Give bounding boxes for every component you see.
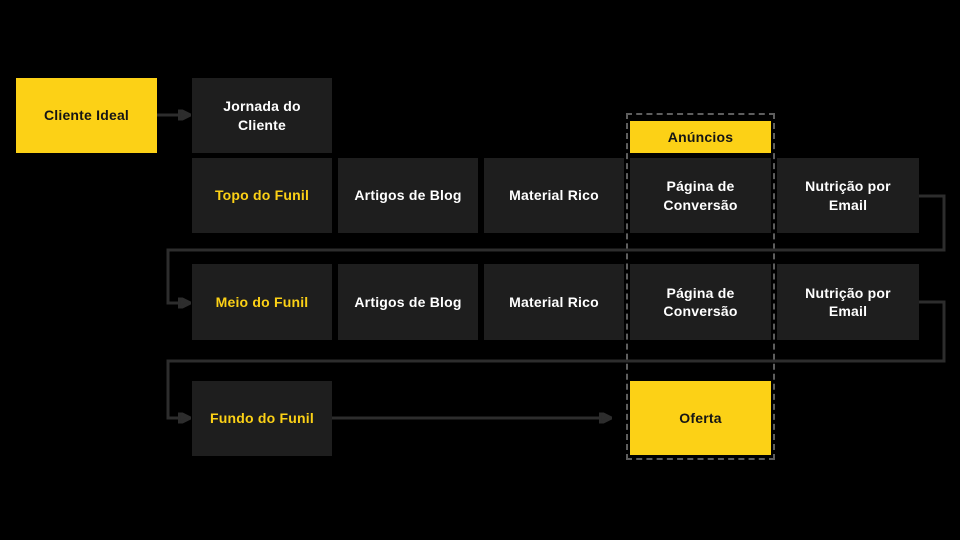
artigos-de-blog-box-row2: Artigos de Blog bbox=[338, 264, 478, 340]
material-rico-box-row1: Material Rico bbox=[484, 158, 624, 233]
artigos-de-blog-box-row1: Artigos de Blog bbox=[338, 158, 478, 233]
pagina-de-conversao-box-row1: Página de Conversão bbox=[630, 158, 771, 233]
anuncios-box: Anúncios bbox=[630, 121, 771, 153]
nutricao-por-email-box-row2: Nutrição por Email bbox=[777, 264, 919, 340]
cliente-ideal-box: Cliente Ideal bbox=[16, 78, 157, 153]
jornada-do-cliente-box: Jornada do Cliente bbox=[192, 78, 332, 153]
fundo-do-funil-box: Fundo do Funil bbox=[192, 381, 332, 456]
topo-do-funil-box: Topo do Funil bbox=[192, 158, 332, 233]
connector-row2-to-row3 bbox=[166, 300, 946, 418]
material-rico-box-row2: Material Rico bbox=[484, 264, 624, 340]
connector-row1-to-row2 bbox=[166, 194, 946, 303]
nutricao-por-email-box-row1: Nutrição por Email bbox=[777, 158, 919, 233]
pagina-de-conversao-box-row2: Página de Conversão bbox=[630, 264, 771, 340]
oferta-box: Oferta bbox=[630, 381, 771, 455]
ads-conversion-dashed-outline bbox=[626, 113, 775, 460]
meio-do-funil-box: Meio do Funil bbox=[192, 264, 332, 340]
